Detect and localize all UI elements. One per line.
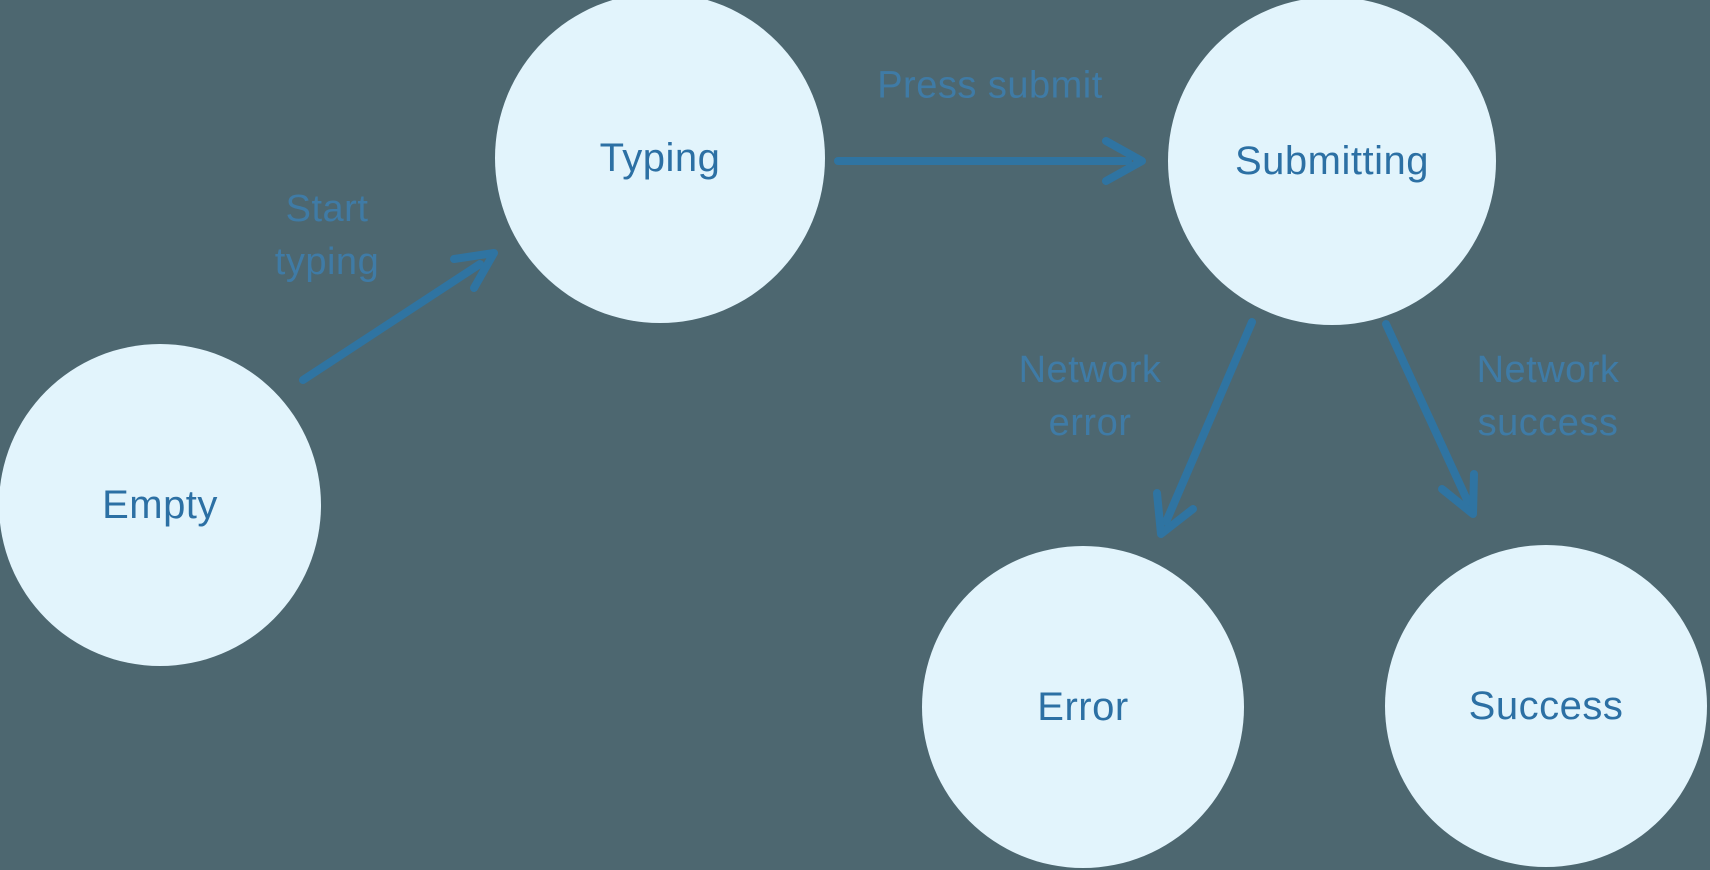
arrow-press-submit [834, 137, 1146, 185]
arrow-network-success-shaft [1382, 320, 1472, 506]
arrow-start-typing-shaft [299, 260, 484, 384]
edge-label-line: success [1477, 402, 1619, 444]
arrowhead-icon [1153, 489, 1197, 538]
node-submitting: Submitting [1168, 0, 1496, 325]
edge-label-network-error: Network error [1019, 344, 1162, 450]
edge-label-line: Press submit [877, 64, 1103, 107]
edge-label-line: Network [1476, 349, 1620, 391]
node-submitting-label: Submitting [1235, 138, 1429, 183]
edge-label-line: Start [285, 188, 369, 230]
node-empty: Empty [0, 344, 321, 666]
node-success-label: Success [1468, 683, 1624, 728]
node-error: Error [922, 546, 1244, 868]
edge-label-line: error [1048, 402, 1132, 444]
node-empty-label: Empty [102, 482, 218, 527]
node-typing-label: Typing [599, 135, 721, 180]
edge-label-line: Network [1018, 349, 1162, 391]
arrow-network-success [1382, 320, 1478, 518]
arrow-network-error-shaft [1162, 318, 1256, 526]
arrowhead-icon [1102, 137, 1146, 185]
arrowhead-icon [1438, 470, 1478, 518]
edge-label-start-typing: Start typing [275, 183, 379, 289]
node-success: Success [1385, 545, 1707, 867]
arrow-start-typing [299, 249, 498, 384]
arrowhead-icon [450, 249, 498, 292]
node-error-label: Error [1037, 684, 1129, 729]
node-typing: Typing [495, 0, 825, 323]
edge-label-network-success: Network success [1477, 344, 1620, 450]
edge-label-press-submit: Press submit [877, 60, 1103, 113]
arrow-network-error [1153, 318, 1256, 538]
edge-label-line: typing [274, 241, 380, 283]
